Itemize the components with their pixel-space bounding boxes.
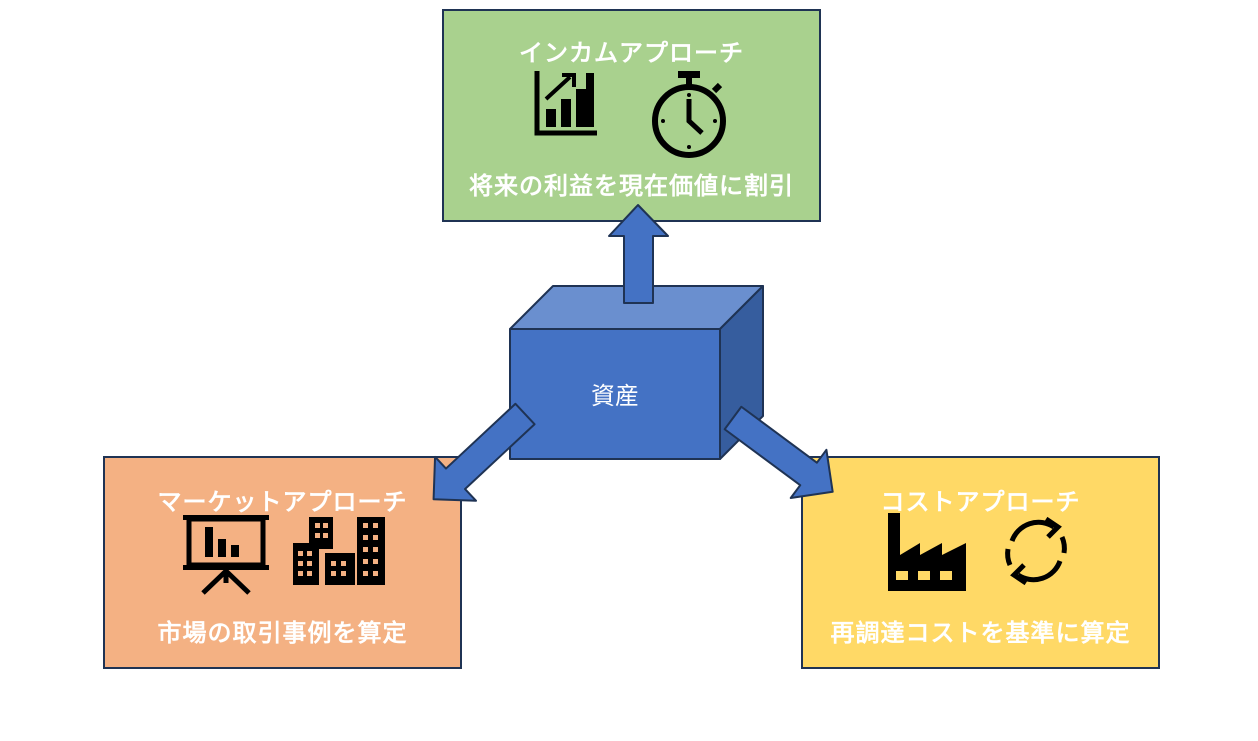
cube-front-face (509, 328, 721, 460)
refresh-cycle-icon (1004, 516, 1067, 586)
cost-approach-title: コストアプローチ (880, 488, 1081, 516)
arrow-to-cost (723, 405, 834, 500)
income-approach-title: インカムアプローチ (519, 39, 744, 67)
stopwatch-icon (651, 71, 726, 158)
arrow-to-market (432, 402, 536, 502)
cost-approach-description: 再調達コストを基準に算定 (830, 619, 1131, 647)
asset-label: 資産 (591, 382, 639, 410)
bar-chart-growth-icon (534, 71, 597, 136)
arrow-to-income (608, 204, 669, 304)
income-approach-description: 将来の利益を現在価値に割引 (469, 172, 794, 200)
asset-cube (509, 285, 764, 460)
market-approach-box: マーケットアプローチ 市場の取 (103, 456, 462, 669)
market-approach-title: マーケットアプローチ (157, 488, 408, 516)
cost-approach-box: コストアプローチ 再調達コストを基準に算定 (801, 456, 1160, 669)
income-approach-box: インカムアプローチ 将来の利益を現在価値に割引 (442, 9, 821, 222)
factory-icon (887, 513, 966, 591)
market-approach-description: 市場の取引事例を算定 (157, 619, 408, 647)
buildings-icon (292, 517, 385, 585)
presentation-board-icon (182, 515, 269, 595)
